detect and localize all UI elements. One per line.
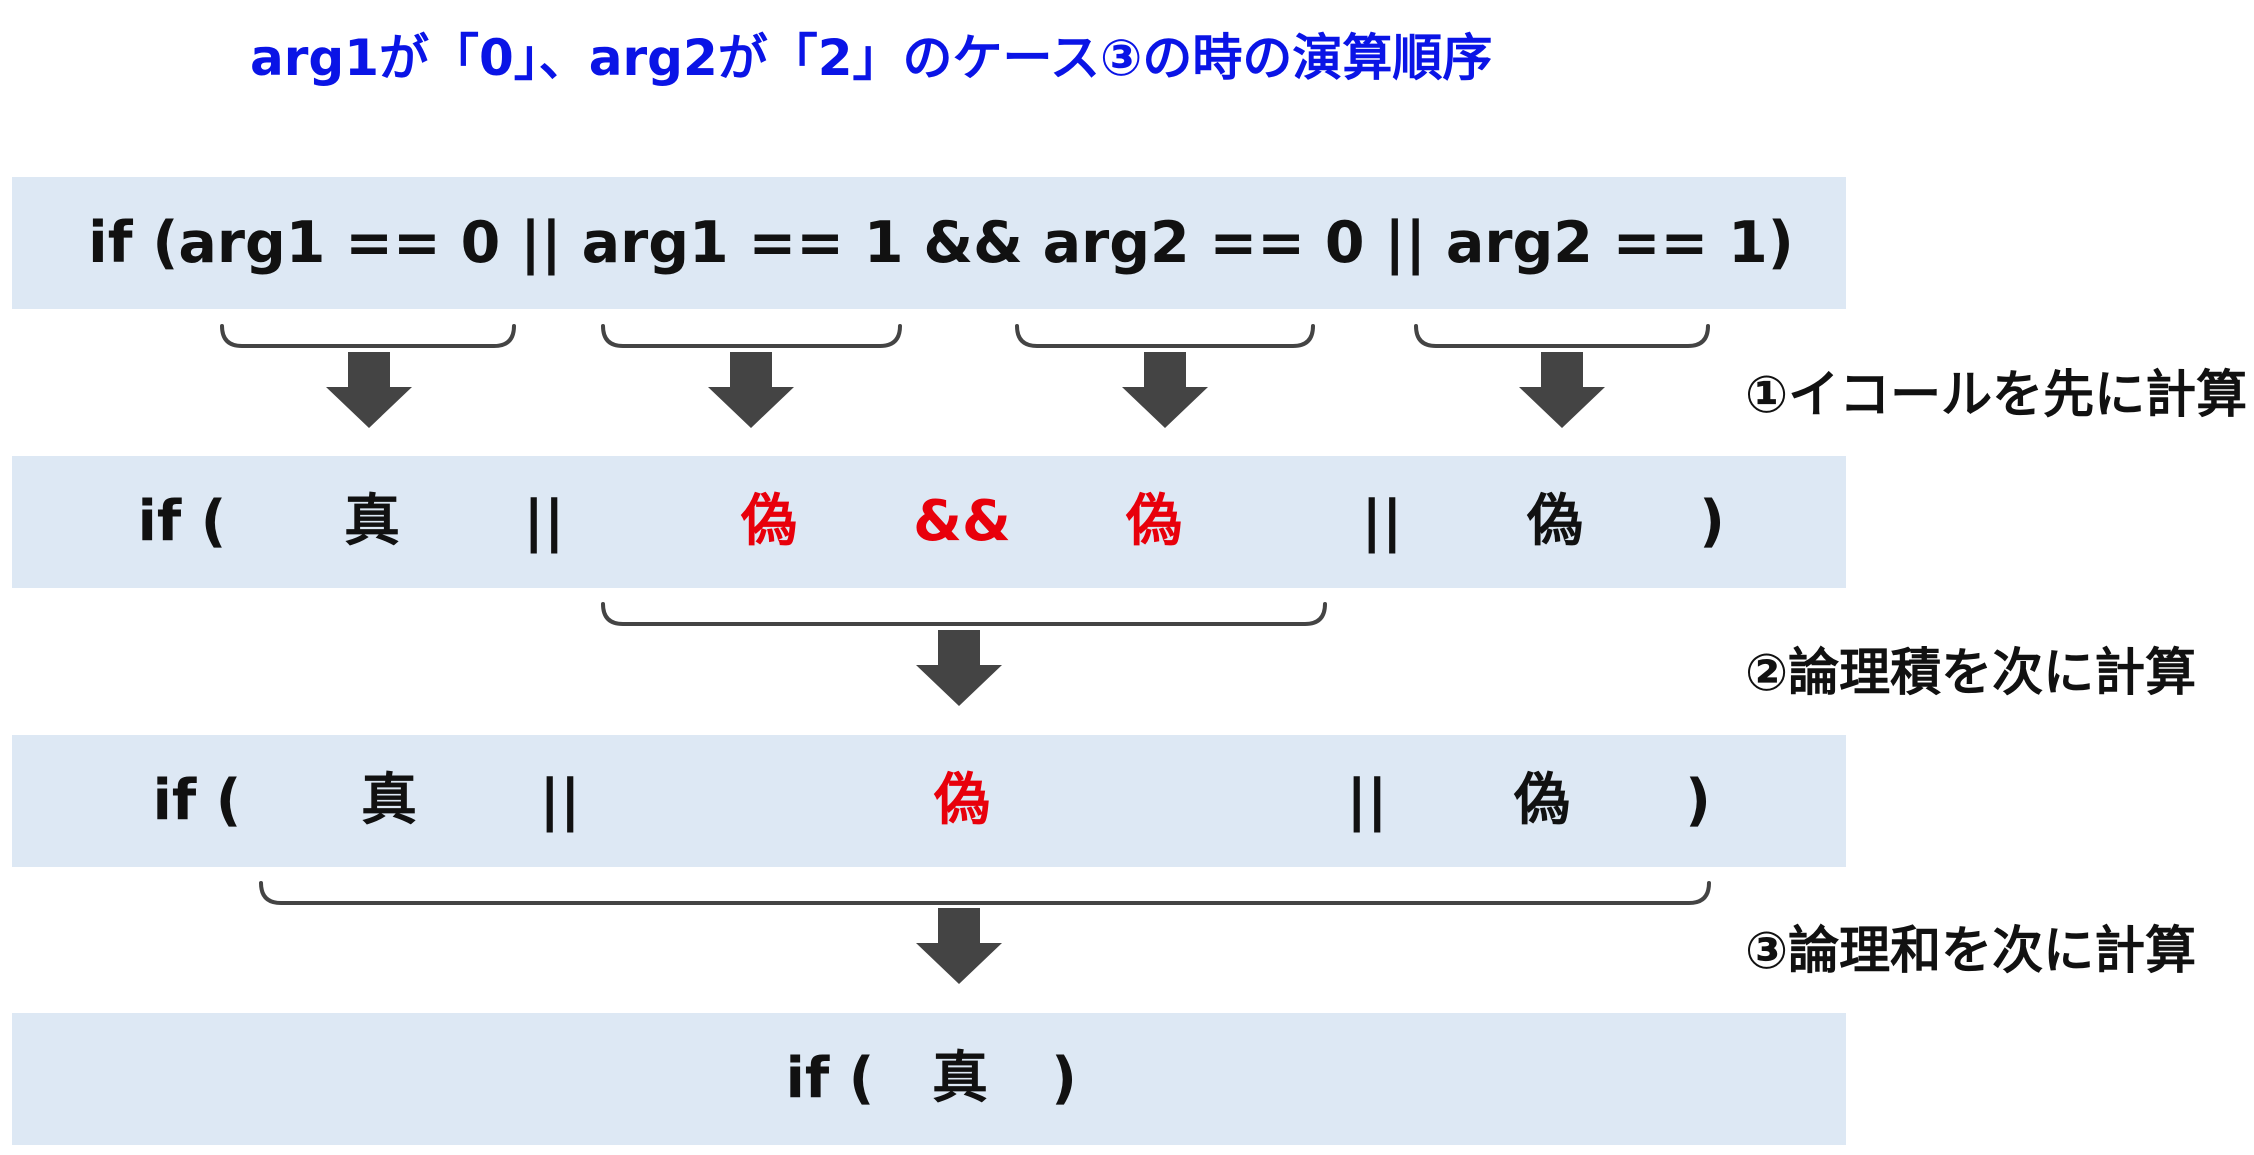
arrow-1 xyxy=(326,352,412,428)
row-2-open: if ( xyxy=(137,489,227,554)
step-1-label: ①イコールを先に計算 xyxy=(1745,366,2248,425)
row-2-false-3: 偽 xyxy=(1527,489,1583,554)
row-3-true: 真 xyxy=(361,768,417,833)
row-2-or-2: || xyxy=(1361,489,1403,554)
arrow-3 xyxy=(1122,352,1208,428)
bracket-5 xyxy=(601,602,1327,626)
row-3-open: if ( xyxy=(152,768,242,833)
row-3-close: ) xyxy=(1685,768,1711,833)
row-4-close: ) xyxy=(1051,1046,1077,1111)
row-3-false-2: 偽 xyxy=(1514,768,1570,833)
row-3-false-1: 偽 xyxy=(934,768,990,833)
row-4-open: if ( xyxy=(785,1046,875,1111)
bracket-3 xyxy=(1015,324,1315,348)
row-2-close: ) xyxy=(1699,489,1725,554)
arrow-5 xyxy=(916,630,1002,706)
arrow-2 xyxy=(708,352,794,428)
step-3-label: ③論理和を次に計算 xyxy=(1745,922,2197,981)
bracket-6 xyxy=(259,881,1711,905)
row-2-and: && xyxy=(913,489,1011,554)
row-4-band: if ( 真 ) xyxy=(12,1013,1846,1145)
row-3-or-1: || xyxy=(539,768,581,833)
bracket-4 xyxy=(1414,324,1710,348)
row-1-expression: if (arg1 == 0 || arg1 == 1 && arg2 == 0 … xyxy=(88,210,1794,276)
row-2-true: 真 xyxy=(344,489,400,554)
bracket-2 xyxy=(601,324,902,348)
step-2-label: ②論理積を次に計算 xyxy=(1745,644,2197,703)
row-2-false-1: 偽 xyxy=(741,489,797,554)
arrow-4 xyxy=(1519,352,1605,428)
row-2-band: if ( 真 || 偽 && 偽 || 偽 ) xyxy=(12,456,1846,588)
arrow-6 xyxy=(916,908,1002,984)
row-3-band: if ( 真 || 偽 || 偽 ) xyxy=(12,735,1846,867)
row-1-band: if (arg1 == 0 || arg1 == 1 && arg2 == 0 … xyxy=(12,177,1846,309)
diagram-title: arg1が「0」、arg2が「2」のケース③の時の演算順序 xyxy=(250,29,1493,87)
row-2-false-2: 偽 xyxy=(1126,489,1182,554)
row-4-true: 真 xyxy=(932,1046,988,1111)
bracket-1 xyxy=(220,324,516,348)
row-3-or-2: || xyxy=(1346,768,1388,833)
row-2-or-1: || xyxy=(523,489,565,554)
